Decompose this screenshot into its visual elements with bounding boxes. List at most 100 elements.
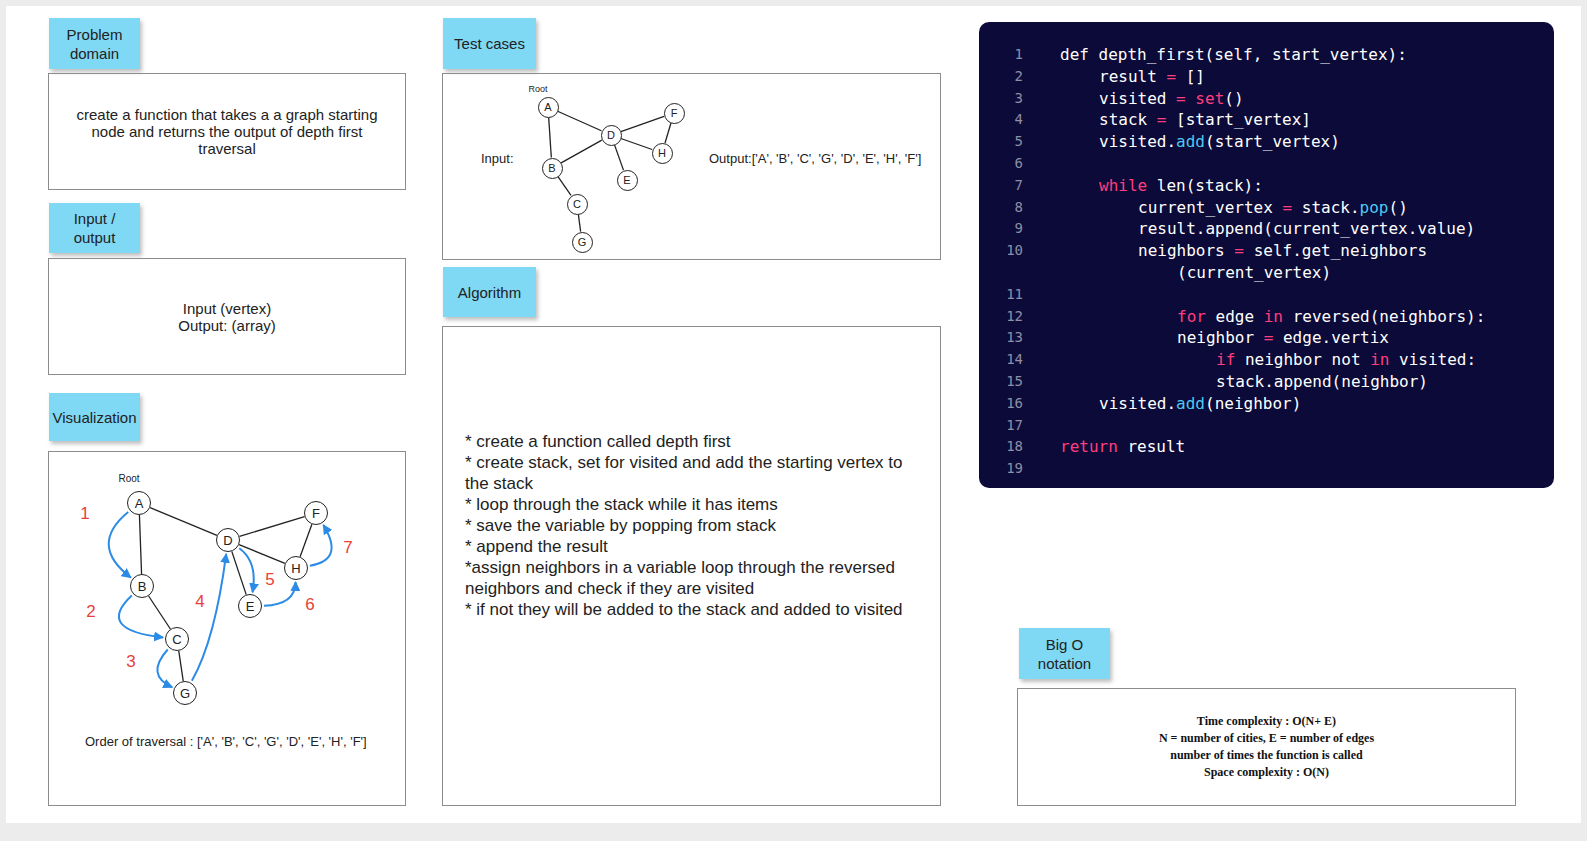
graph-edge <box>179 651 183 681</box>
sticky-note: Visualization <box>49 393 140 441</box>
code-token: . <box>1322 328 1332 347</box>
code-token <box>1157 67 1167 86</box>
code-token: [ <box>1186 67 1196 86</box>
graph-vertex: F <box>664 103 685 124</box>
line-number: 15 <box>979 371 1023 393</box>
note-label: Test cases <box>454 34 525 53</box>
code-token <box>1206 307 1216 326</box>
code-line: neighbor = edge.vertix <box>1177 327 1542 349</box>
box-text: * if not they will be added to the stack… <box>465 599 920 620</box>
code-token: ( <box>1389 198 1399 217</box>
vertex-letter: D <box>223 533 232 548</box>
traversal-arrow <box>192 554 226 681</box>
content-box: Order of traversal : ['A', 'B', 'C', 'G'… <box>48 451 406 806</box>
code-token: visited <box>1099 132 1166 151</box>
code-row: 14if neighbor not in visited: <box>979 349 1542 371</box>
code-line: stack.append(neighbor) <box>1216 371 1542 393</box>
code-token: set <box>1195 89 1224 108</box>
code-token: not <box>1332 350 1361 369</box>
box-text: * create stack, set for visited and add … <box>465 452 920 494</box>
box-text: N = number of cities, E = number of edge… <box>1159 730 1374 747</box>
code-token <box>1235 350 1245 369</box>
code-token: add <box>1176 394 1205 413</box>
graph-vertex: A <box>127 491 151 515</box>
callout-number: 7 <box>343 538 352 558</box>
code-token: for <box>1177 307 1206 326</box>
vertex-letter: F <box>312 506 320 521</box>
code-line: while len(stack): <box>1099 175 1542 197</box>
code-row: 16visited.add(neighbor) <box>979 393 1542 415</box>
box-text: number of times the function is called <box>1170 747 1362 764</box>
code-token: current_vertex <box>1187 263 1322 282</box>
code-token: . <box>1350 198 1360 217</box>
callout-number: 6 <box>305 595 314 615</box>
box-text: * save the variable by popping from stac… <box>465 515 920 536</box>
code-token: , <box>1253 45 1263 64</box>
code-token: append <box>1274 372 1332 391</box>
code-row: 7while len(stack): <box>979 175 1542 197</box>
traversal-arrow <box>109 512 131 578</box>
vertex-letter: G <box>578 236 587 248</box>
code-row: 13 neighbor = edge.vertix <box>979 327 1542 349</box>
code-token: current_vertex <box>1273 219 1408 238</box>
line-number: 11 <box>979 284 1023 306</box>
content-box: * create a function called depth first* … <box>442 326 941 806</box>
graph-edge <box>558 111 602 130</box>
code-token: stack <box>1195 176 1243 195</box>
code-token: : <box>1476 307 1486 326</box>
code-token: ) <box>1466 307 1476 326</box>
root-label: Root <box>118 473 139 484</box>
vertex-letter: B <box>138 579 147 594</box>
graph-vertex: C <box>567 194 588 215</box>
code-token <box>1322 350 1332 369</box>
code-token: while <box>1099 176 1147 195</box>
code-token: stack <box>1216 372 1264 391</box>
code-token: reversed <box>1293 307 1370 326</box>
note-label: Big O notation <box>1024 635 1105 673</box>
code-row: 3visited = set() <box>979 88 1542 110</box>
line-number: 16 <box>979 393 1023 415</box>
code-row: 12for edge in reversed(neighbors): <box>979 306 1542 328</box>
graph-edge <box>665 123 671 143</box>
code-token: = <box>1166 67 1176 86</box>
code-token: ( <box>1186 176 1196 195</box>
sticky-note: Big O notation <box>1019 628 1110 679</box>
code-token: ( <box>1370 307 1380 326</box>
code-token: ) <box>1322 263 1332 282</box>
box-text: Input (vertex) <box>183 300 271 317</box>
graph-edge <box>621 138 652 149</box>
graph-vertex: G <box>572 232 593 253</box>
note-label: Input / output <box>54 209 135 247</box>
code-token: start_vertex <box>1272 45 1388 64</box>
code-token <box>1254 307 1264 326</box>
graph-vertex: G <box>173 681 197 705</box>
code-token <box>1118 437 1128 456</box>
code-row: 9result.append(current_vertex.value) <box>979 218 1542 240</box>
callout-number: 5 <box>265 570 274 590</box>
code-token: neighbors <box>1379 307 1466 326</box>
graph-vertex: E <box>238 594 262 618</box>
code-token: if <box>1216 350 1235 369</box>
graph-vertex: F <box>304 501 328 525</box>
code-token: start_vertex <box>1186 110 1302 129</box>
box-text: Input: <box>481 151 514 166</box>
graph-edge <box>549 117 552 157</box>
callout-number: 3 <box>126 652 135 672</box>
code-token: ( <box>1205 45 1215 64</box>
graph-edge <box>578 214 580 231</box>
line-number: 17 <box>979 415 1023 437</box>
code-line: stack = [start_vertex] <box>1099 109 1542 131</box>
code-token: ) <box>1398 198 1408 217</box>
code-token: self <box>1254 241 1293 260</box>
code-line: result = [] <box>1099 66 1542 88</box>
code-token: : <box>1467 350 1477 369</box>
graph-edge <box>150 508 217 536</box>
vertex-letter: H <box>658 147 666 159</box>
code-token: result <box>1138 219 1196 238</box>
code-token <box>1166 110 1176 129</box>
line-number: 13 <box>979 327 1023 349</box>
code-line: result.append(current_vertex.value) <box>1138 218 1542 240</box>
code-token: ] <box>1301 110 1311 129</box>
box-text: Output:['A', 'B', 'C', 'G', 'D', 'E', 'H… <box>709 151 921 166</box>
code-token: ) <box>1292 394 1302 413</box>
